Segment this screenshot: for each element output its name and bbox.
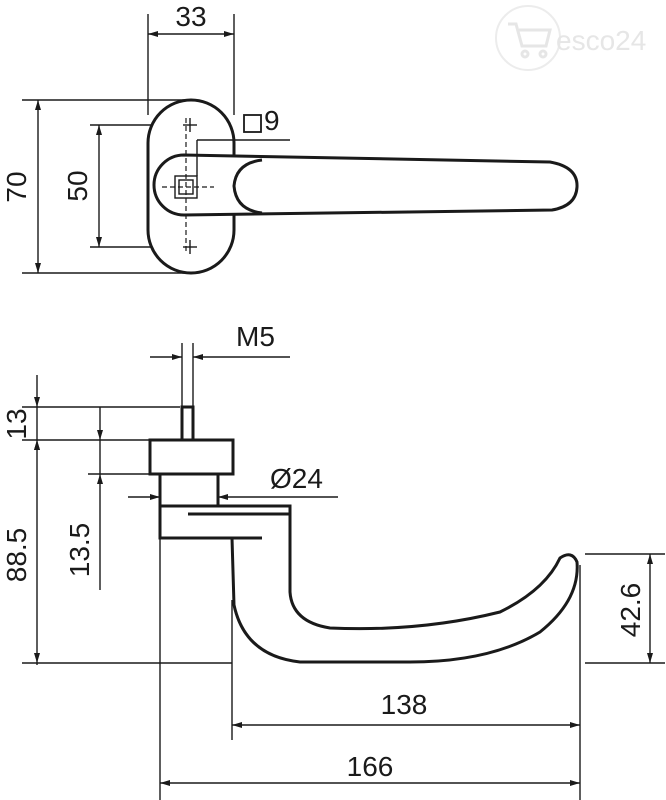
- dim-width-33: 33: [175, 1, 206, 32]
- dim-stud-13: 13: [1, 408, 32, 439]
- threaded-stud: [180, 405, 195, 442]
- dim-lever-length-138: 138: [381, 689, 428, 720]
- lever-grip-cap: [232, 158, 263, 215]
- dim-height-70: 70: [1, 171, 32, 202]
- screw-hole-top: [183, 118, 197, 132]
- top-view: 33 70 50: [1, 1, 579, 275]
- watermark-badge: [495, 5, 561, 71]
- square-symbol: [243, 114, 262, 133]
- neck: [158, 472, 220, 508]
- watermark-brand: esco24: [556, 25, 646, 56]
- lever-arm: [152, 153, 579, 217]
- watermark: esco24: [495, 5, 646, 71]
- lever-side-profile: [158, 504, 579, 664]
- dim-rose-13-5: 13.5: [64, 523, 95, 578]
- side-view: M5 13 88.5 13.5 Ø24: [1, 321, 665, 800]
- dim-diameter-24: Ø24: [270, 463, 323, 494]
- dim-hole-spacing-50: 50: [62, 170, 93, 201]
- dim-thread-m5: M5: [236, 321, 275, 352]
- dim-lever-height-42-6: 42.6: [615, 583, 646, 638]
- dim-total-height-88-5: 88.5: [1, 528, 32, 583]
- dim-square-9: 9: [264, 105, 280, 136]
- shopping-cart-icon: [508, 22, 552, 59]
- dim-total-length-166: 166: [347, 751, 394, 782]
- screw-hole-bottom: [183, 240, 197, 254]
- rose-cap: [148, 438, 235, 476]
